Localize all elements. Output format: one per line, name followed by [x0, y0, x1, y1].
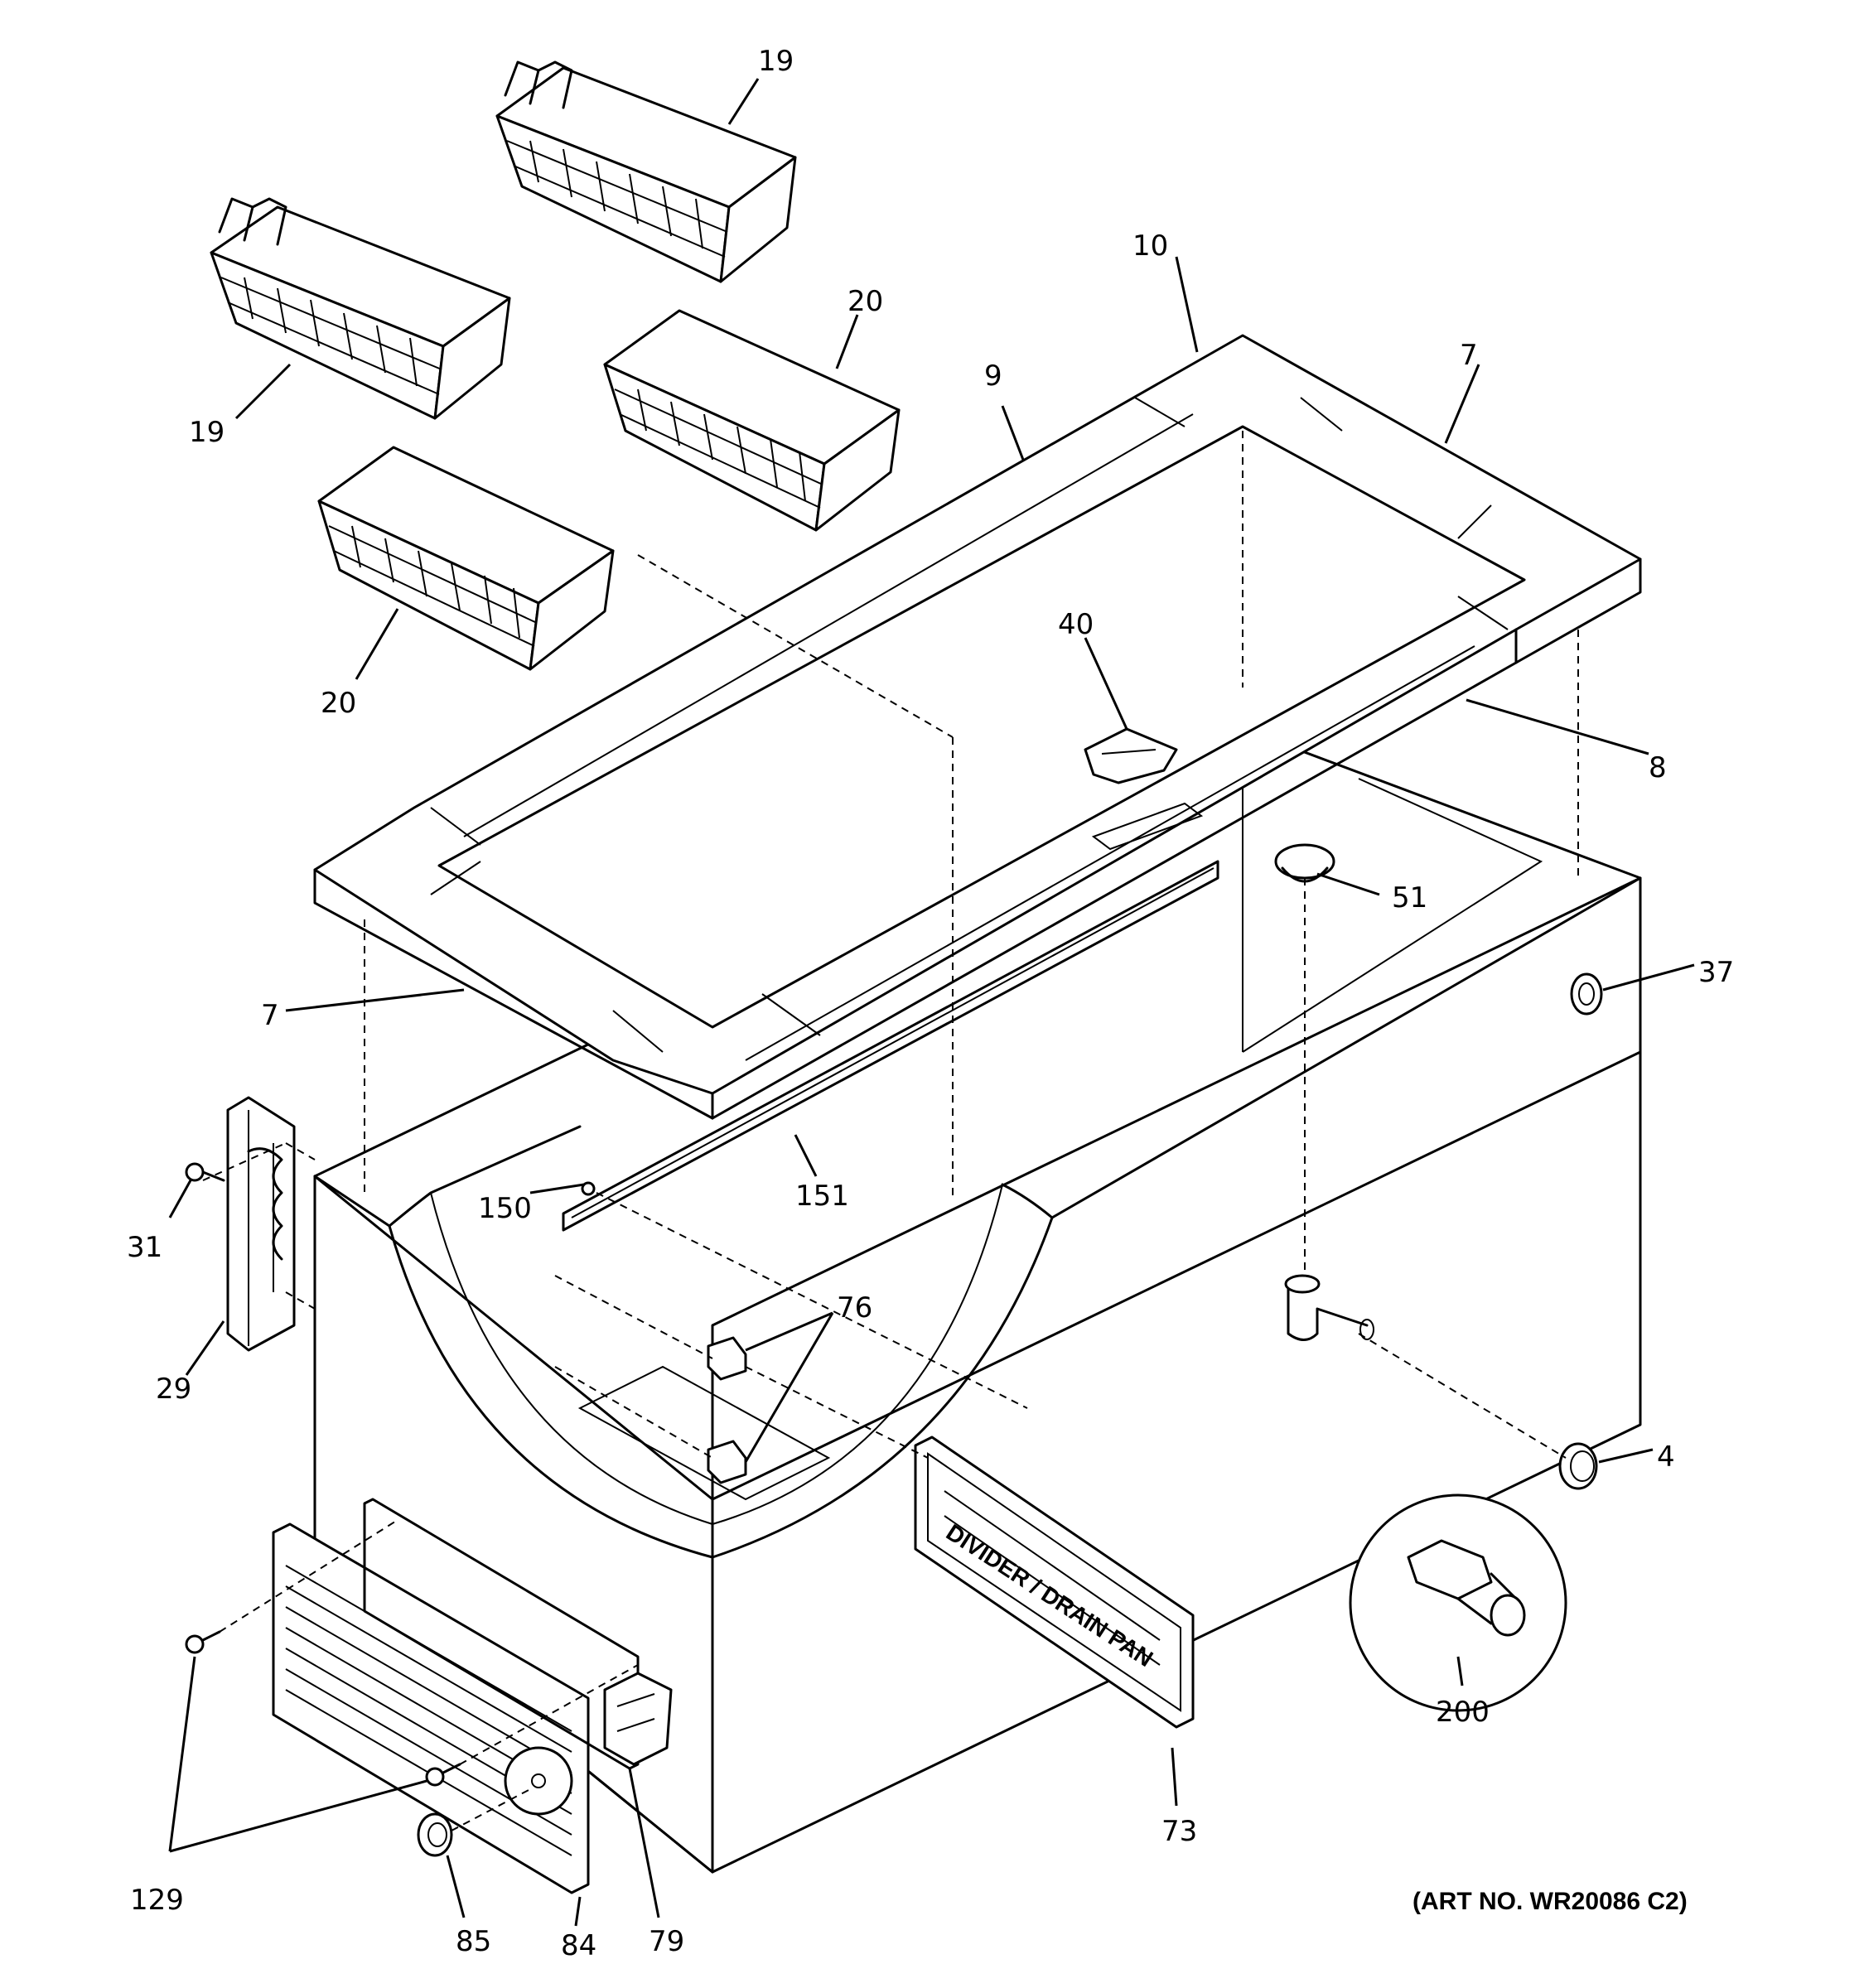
- screw-31: [185, 1162, 225, 1182]
- callout-40: 40: [1058, 608, 1094, 641]
- clips-76: [707, 1336, 747, 1484]
- callout-200: 200: [1436, 1696, 1490, 1729]
- callout-20-right: 20: [847, 285, 883, 318]
- plug-85: [417, 1812, 453, 1857]
- callout-20-bottom: 20: [321, 687, 356, 720]
- callout-76: 76: [837, 1291, 872, 1325]
- callout-29: 29: [156, 1373, 191, 1406]
- switch-79: [603, 1672, 673, 1766]
- callout-7-right: 7: [1460, 339, 1478, 372]
- basket-20-right: [603, 309, 901, 532]
- callout-31: 31: [127, 1231, 162, 1264]
- projection-lines: [202, 431, 1579, 1831]
- screw-150: [581, 1181, 596, 1196]
- drain-fitting-200-inset: [1349, 1493, 1567, 1712]
- callout-labels: 19 19 20 20 10 9 7 40 8 51 37 7 150 151 …: [127, 45, 1734, 1962]
- grille-mount-frame: [363, 1498, 640, 1770]
- hinge-29: [226, 1096, 296, 1352]
- basket-19-left: [210, 197, 511, 420]
- basket-19-top: [495, 60, 797, 283]
- callout-85: 85: [456, 1925, 491, 1958]
- callout-151: 151: [795, 1180, 849, 1213]
- callout-79: 79: [649, 1925, 684, 1958]
- callout-19-top: 19: [758, 45, 794, 78]
- drain-tube: [1284, 1274, 1374, 1341]
- basket-20-bottom: [317, 446, 615, 671]
- grommet-37: [1570, 972, 1603, 1016]
- leader-lines: [168, 78, 1695, 1927]
- divider-drain-pan-73: DIVIDER / DRAIN PAN: [914, 1436, 1195, 1729]
- screws-129: [185, 1630, 461, 1787]
- breaker-strip-frame: [313, 334, 1642, 1120]
- callout-73: 73: [1161, 1815, 1197, 1848]
- callout-8: 8: [1649, 751, 1667, 784]
- callout-9: 9: [984, 359, 1002, 393]
- drain-cap-4: [1558, 1442, 1598, 1490]
- callout-37: 37: [1698, 956, 1734, 989]
- callout-10: 10: [1132, 229, 1168, 263]
- callout-84: 84: [561, 1929, 596, 1962]
- callout-7-left: 7: [261, 999, 279, 1032]
- callout-129: 129: [130, 1884, 184, 1917]
- art-number: (ART NO. WR20086 C2): [1412, 1888, 1688, 1915]
- callout-51: 51: [1392, 881, 1427, 914]
- callout-150: 150: [478, 1192, 532, 1225]
- callout-4: 4: [1657, 1440, 1675, 1474]
- callout-19-left: 19: [189, 416, 225, 449]
